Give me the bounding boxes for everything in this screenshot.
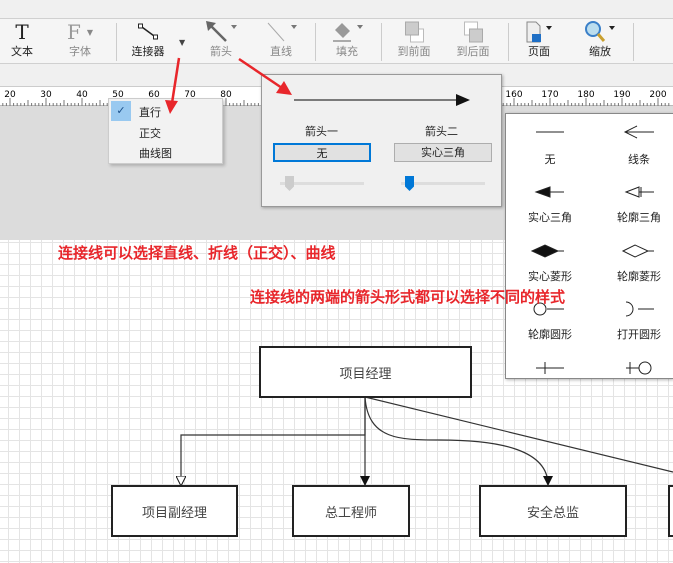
line-arrow-icon (623, 125, 654, 139)
ruler-label: 70 (184, 90, 196, 100)
arrow-icon (204, 19, 238, 45)
solid-triangle-icon (534, 186, 564, 198)
annotation-text: 连接线可以选择直线、折线（正交）、曲线 (58, 244, 336, 262)
ruler-label: 160 (505, 90, 522, 100)
palette-item[interactable]: 轮廓三角 (617, 211, 661, 224)
line-button[interactable]: 直线 (264, 19, 298, 65)
bar-circle-end-icon (626, 361, 652, 375)
node-child[interactable]: 项目副经理 (111, 485, 238, 537)
open-circle-icon (625, 301, 654, 317)
node-child-partial[interactable] (668, 485, 673, 537)
diagonal-connector (364, 396, 673, 473)
text-button[interactable]: T 文本 (11, 20, 33, 58)
ruler-label: 200 (649, 90, 666, 100)
arrow2-slider-thumb[interactable] (405, 176, 414, 191)
connector-dropdown-icon[interactable]: ▼ (179, 38, 186, 47)
ruler-label: 170 (541, 90, 558, 100)
fill-icon (330, 19, 364, 45)
curved-connector (364, 396, 553, 486)
outline-triangle-icon (624, 186, 654, 198)
arrow2-style-button[interactable]: 实心三角 (394, 143, 492, 162)
connector-button[interactable]: 连接器 (132, 19, 165, 65)
ruler-label: 60 (148, 90, 160, 100)
node-child[interactable]: 总工程师 (292, 485, 410, 537)
arrow-button[interactable]: 箭头 (204, 19, 238, 65)
connector-icon (132, 19, 165, 45)
arrow-preview (294, 94, 470, 106)
outline-diamond-icon (621, 244, 654, 258)
send-back-button[interactable]: 到后面 (457, 19, 490, 65)
menu-item-straight[interactable]: 直行 (139, 106, 161, 119)
solid-diamond-icon (530, 244, 564, 258)
separator (381, 23, 382, 61)
arrow-style-palette: 无 线条 实心三角 轮廓三角 实心菱形 轮廓菱形 轮廓圆形 打开圆形 (505, 113, 673, 379)
page-button[interactable]: 页面 (524, 19, 554, 65)
ruler-label: 40 (76, 90, 88, 100)
zoom-button[interactable]: 缩放 (583, 19, 617, 65)
check-icon: ✓ (111, 101, 131, 121)
palette-item[interactable]: 轮廓菱形 (617, 270, 661, 283)
zoom-icon (583, 19, 617, 45)
menu-item-curved[interactable]: 曲线图 (139, 147, 172, 160)
ruler-label: 80 (220, 90, 232, 100)
ruler-label: 30 (40, 90, 52, 100)
arrow-style-dialog: 箭头一 箭头二 无 实心三角 (261, 74, 502, 207)
line-icon (264, 19, 298, 45)
annotation-text: 连接线的两端的箭头形式都可以选择不同的样式 (250, 288, 566, 306)
toolbar: T 文本 F▼ 字体 连接器 ▼ 箭头 直线 填充 到前面 到后面 页面 缩放 (0, 18, 673, 64)
outline-circle-icon (533, 302, 564, 316)
separator (633, 23, 634, 61)
node-root[interactable]: 项目经理 (259, 346, 472, 398)
palette-item[interactable]: 线条 (628, 153, 650, 166)
connector-lines (0, 396, 673, 486)
arrow1-slider-thumb[interactable] (285, 176, 294, 191)
arrow-style-glyphs (530, 125, 654, 375)
arrow1-style-button[interactable]: 无 (273, 143, 371, 162)
palette-item[interactable]: 无 (544, 153, 556, 166)
arrow2-size-slider[interactable] (401, 182, 485, 185)
palette-item[interactable]: 实心菱形 (528, 270, 572, 283)
page-icon (524, 19, 554, 45)
separator (508, 23, 509, 61)
text-icon: T (15, 20, 29, 44)
connector-type-menu: ✓ 直行 正交 曲线图 (108, 98, 223, 164)
arrow1-label: 箭头一 (305, 125, 338, 138)
node-child[interactable]: 安全总监 (479, 485, 627, 537)
menu-item-orthogonal[interactable]: 正交 (139, 127, 161, 140)
separator (315, 23, 316, 61)
fill-button[interactable]: 填充 (330, 19, 364, 65)
bring-front-icon (398, 19, 431, 45)
palette-item[interactable]: 轮廓圆形 (528, 328, 572, 341)
bar-end-icon (536, 362, 564, 374)
font-icon: F▼ (66, 20, 94, 44)
ruler-label: 20 (4, 90, 16, 100)
separator (116, 23, 117, 61)
send-back-icon (457, 19, 490, 45)
ruler-label: 180 (577, 90, 594, 100)
drawing-canvas[interactable]: 项目经理 项目副经理 总工程师 安全总监 连接线可以选择直线、折线（正交）、曲线… (0, 240, 673, 563)
font-button[interactable]: F▼ 字体 (66, 20, 94, 58)
palette-item[interactable]: 实心三角 (528, 211, 572, 224)
palette-item[interactable]: 打开圆形 (617, 328, 661, 341)
bring-front-button[interactable]: 到前面 (398, 19, 431, 65)
ruler-label: 50 (112, 90, 124, 100)
orthogonal-connector (181, 397, 366, 485)
ruler-label: 190 (613, 90, 630, 100)
arrow2-label: 箭头二 (425, 125, 458, 138)
arrow1-size-slider[interactable] (280, 182, 364, 185)
